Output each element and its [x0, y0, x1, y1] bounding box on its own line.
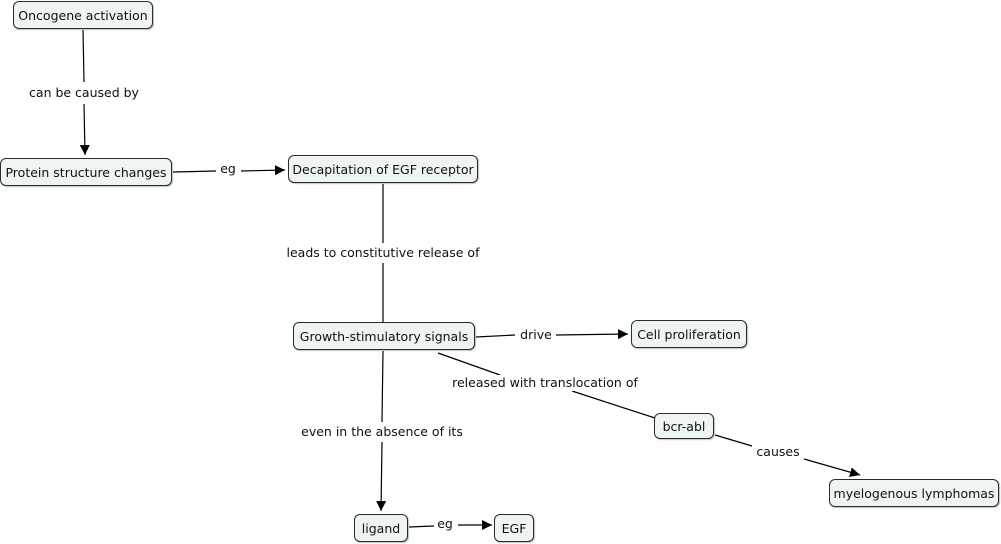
link-label-eg-protein-decapitation: eg: [217, 161, 239, 177]
connector-bcrabl-to-causes: [714, 434, 753, 447]
link-label-leads-to: leads to constitutive release of: [283, 245, 483, 261]
node-cell-proliferation[interactable]: Cell proliferation: [631, 320, 747, 348]
node-oncogene-activation[interactable]: Oncogene activation: [13, 1, 153, 29]
connector-protein-to-eg: [172, 170, 217, 173]
link-label-can-be-caused-by: can be caused by: [26, 85, 142, 101]
link-label-released-with: released with translocation of: [449, 375, 641, 391]
node-egf[interactable]: EGF: [494, 514, 534, 542]
node-label: ligand: [361, 520, 401, 536]
connector-label-to-protein: [79, 103, 90, 156]
node-bcr-abl[interactable]: bcr-abl: [654, 413, 714, 439]
node-protein-structure-changes[interactable]: Protein structure changes: [0, 158, 172, 186]
link-label-even-in-absence: even in the absence of its: [298, 424, 466, 440]
node-label: myelogenous lymphomas: [833, 485, 995, 501]
connector-oncogene-to-label: [82, 29, 85, 83]
connector-causes-to-myelogenous: [803, 458, 861, 478]
node-ligand[interactable]: ligand: [354, 514, 408, 542]
connector-growth-to-released: [437, 352, 501, 376]
link-label-drive: drive: [517, 327, 555, 343]
connector-absence-to-ligand: [376, 441, 387, 512]
connector-eg-to-decapitation: [240, 165, 286, 176]
node-myelogenous-lymphomas[interactable]: myelogenous lymphomas: [829, 479, 999, 507]
node-label: Cell proliferation: [637, 326, 741, 342]
node-label: Growth-stimulatory signals: [299, 328, 469, 344]
node-label: Oncogene activation: [18, 7, 148, 23]
node-label: Protein structure changes: [5, 164, 167, 180]
link-label-causes: causes: [753, 444, 803, 460]
node-growth-stimulatory-signals[interactable]: Growth-stimulatory signals: [293, 322, 475, 350]
node-label: Decapitation of EGF receptor: [292, 161, 474, 177]
connector-released-to-bcrabl: [571, 390, 656, 419]
connector-growth-to-absence: [381, 350, 384, 423]
node-label: bcr-abl: [662, 418, 706, 434]
node-label: EGF: [501, 520, 527, 536]
connector-growth-to-drive: [475, 334, 516, 338]
link-label-eg-ligand-egf: eg: [434, 516, 456, 532]
connector-drive-to-cell: [555, 329, 629, 340]
connector-ligand-to-eg: [408, 525, 435, 528]
node-decapitation-egf-receptor[interactable]: Decapitation of EGF receptor: [288, 155, 478, 183]
